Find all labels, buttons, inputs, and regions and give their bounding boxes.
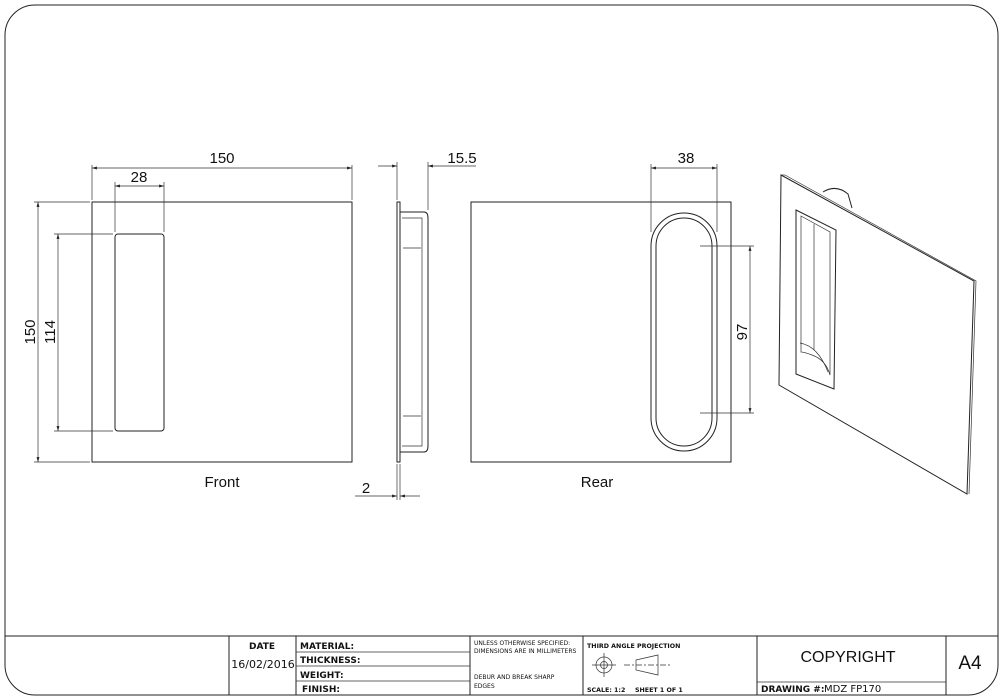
projection-label: THIRD ANGLE PROJECTION: [587, 643, 680, 650]
title-block: DATE 16/02/2016 MATERIAL: THICKNESS: WEI…: [5, 635, 998, 695]
debur-note-line-2: EDGES: [474, 683, 495, 690]
finish-label: FINISH:: [302, 685, 340, 695]
third-angle-projection-icon: [592, 653, 670, 677]
iso-slot-outline: [795, 209, 837, 390]
material-label: MATERIAL:: [300, 642, 354, 652]
front-plate-outline: [91, 201, 353, 463]
rear-plate-outline: [470, 201, 732, 463]
isometric-view: [778, 174, 977, 495]
rear-view-label: Rear: [581, 474, 614, 491]
sheet-border: [4, 4, 999, 696]
front-view: 150 28 150 114 Front: [22, 150, 353, 491]
scale-label: SCALE: 1:2: [587, 687, 625, 694]
rear-cup-inner: [655, 217, 713, 447]
rear-view: 38 97 Rear: [470, 150, 754, 491]
iso-plate-face: [778, 174, 975, 495]
drawing-number-value: MDZ FP170: [824, 684, 881, 695]
rear-cup-outer: [650, 212, 718, 452]
sheet-size: A4: [958, 653, 982, 674]
side-cup-profile: [400, 211, 429, 453]
side-thickness-dim: 2: [362, 480, 370, 497]
iso-cup-back: [822, 188, 853, 209]
rear-cup-width-dim: 38: [678, 150, 695, 167]
weight-label: WEIGHT:: [300, 671, 344, 681]
drawing-number-label: DRAWING #:: [761, 685, 824, 695]
side-plate: [396, 201, 401, 463]
debur-note-line-1: DEBUR AND BREAK SHARP: [474, 674, 555, 681]
copyright-text: COPYRIGHT: [800, 649, 895, 666]
units-note-line-2: DIMENSIONS ARE IN MILLIMETERS: [474, 648, 576, 655]
front-slot-height-dim: 114: [42, 320, 59, 344]
units-note-line-1: UNLESS OTHERWISE SPECIFIED:: [474, 640, 570, 647]
front-width-dim: 150: [209, 150, 234, 167]
front-slot-outline: [114, 233, 165, 432]
rear-straight-length-dim: 97: [734, 324, 751, 341]
front-view-label: Front: [204, 474, 240, 491]
side-depth-dim: 15.5: [447, 150, 476, 167]
front-slot-width-dim: 28: [131, 169, 148, 186]
date-value: 16/02/2016: [231, 658, 294, 671]
sheet-number-label: SHEET 1 OF 1: [635, 687, 683, 694]
thickness-label: THICKNESS:: [300, 656, 360, 666]
date-label: DATE: [249, 642, 275, 652]
side-view: 15.5 2: [355, 150, 477, 500]
front-height-dim: 150: [22, 319, 39, 344]
